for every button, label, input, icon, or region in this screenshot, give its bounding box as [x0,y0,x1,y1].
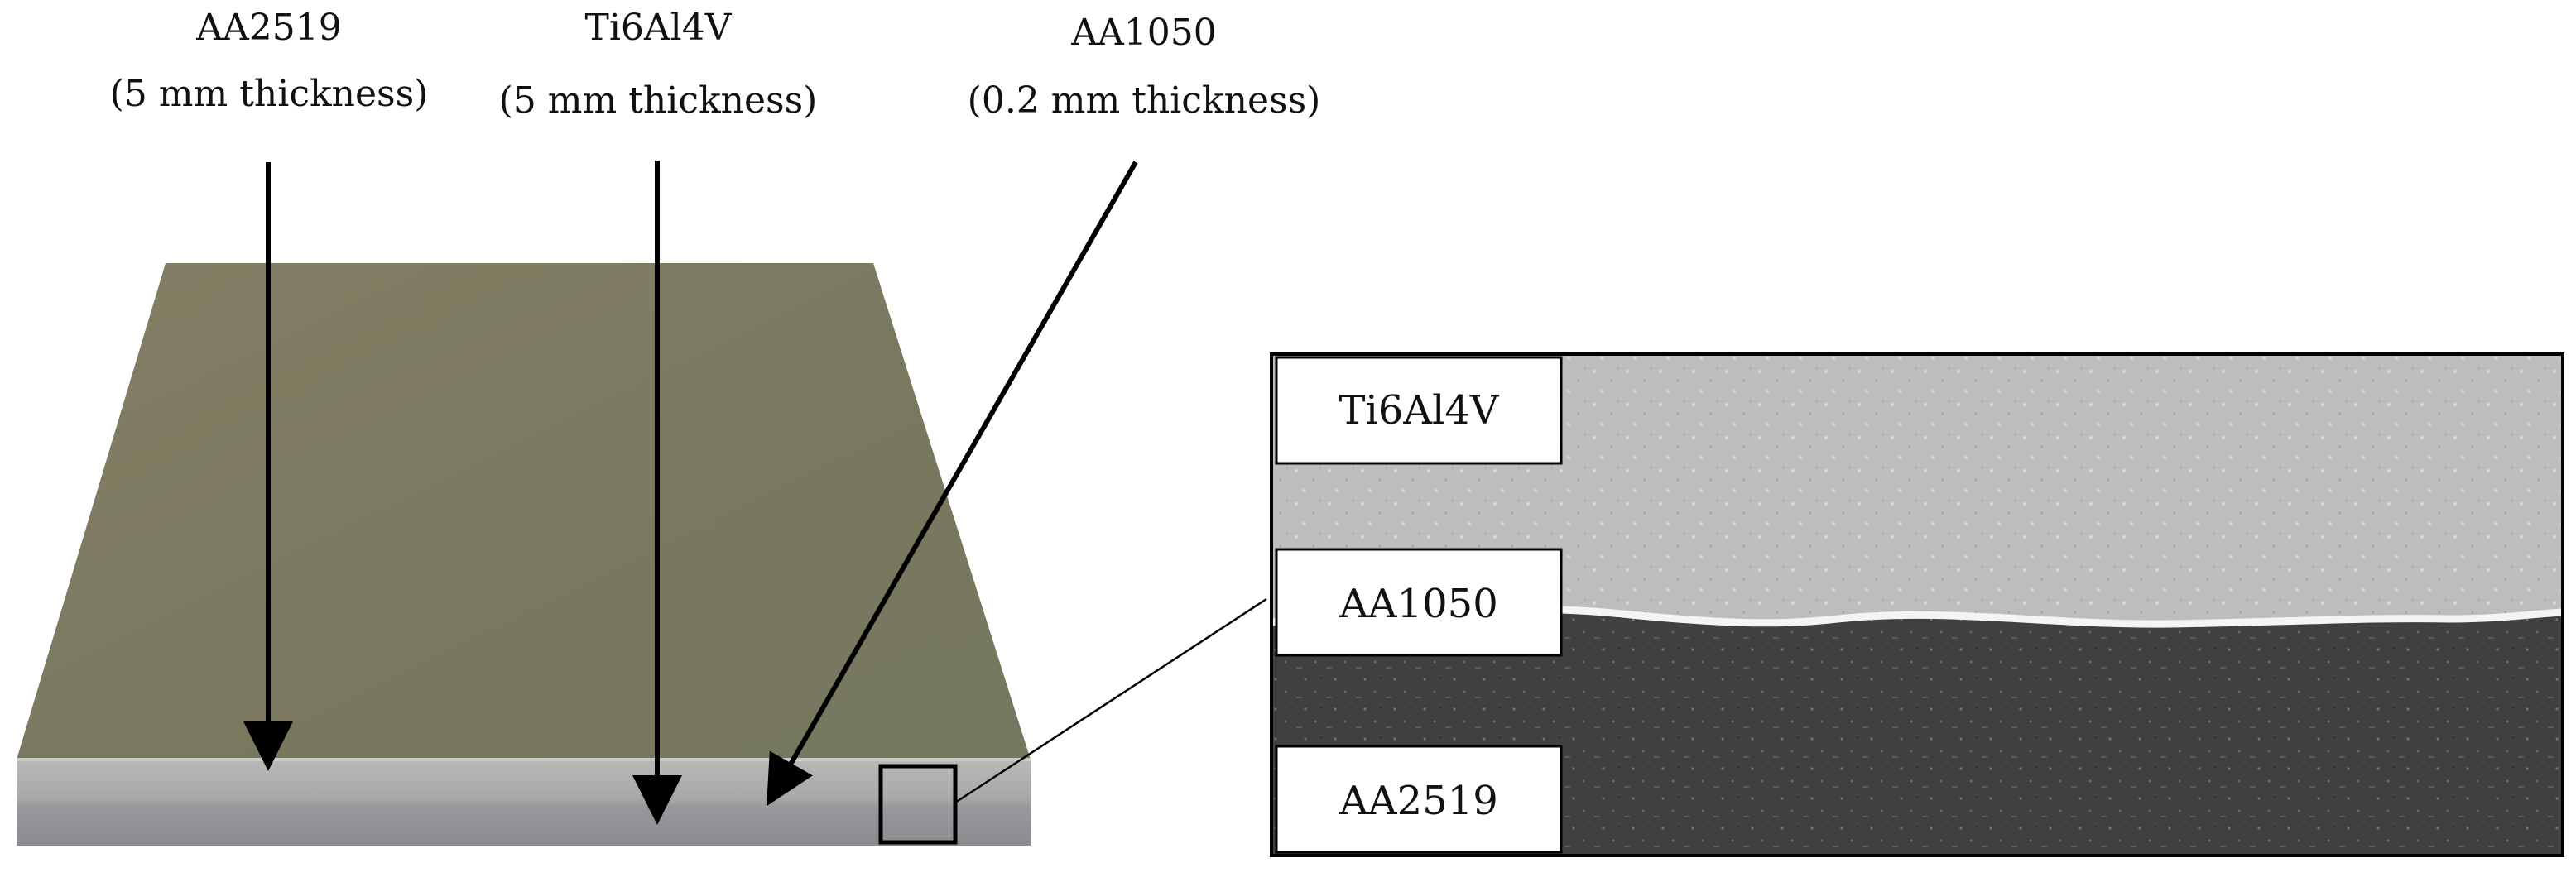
sem-label-bottom: AA2519 [1275,745,1563,854]
arrow-diagonal-icon [767,161,1138,807]
sem-label-text: AA2519 [1338,778,1497,824]
sem-frame [1270,352,2564,857]
sem-label-text: AA1050 [1338,581,1497,627]
callout-thickness: (5 mm thickness) [110,73,429,115]
callout-material: Ti6Al4V [584,7,732,49]
plate-top-surface [17,263,1031,760]
callout-material: AA2519 [195,7,342,49]
callout-aa1050: AA1050 (0.2 mm thickness) [968,12,1321,122]
sem-label-top: Ti6Al4V [1275,356,1563,465]
zoom-leader-line [954,597,1267,804]
callout-thickness: (0.2 mm thickness) [968,79,1321,122]
zoom-region-box [878,764,958,845]
sem-label-text: Ti6Al4V [1338,387,1499,434]
sem-lower-region [1271,609,2563,856]
callout-thickness: (5 mm thickness) [499,79,818,122]
plate-photo [17,263,1031,846]
callout-aa2519: AA2519 (5 mm thickness) [110,7,429,115]
sem-label-middle: AA1050 [1275,548,1563,657]
callout-material: AA1050 [1070,12,1217,54]
sem-micrograph: Ti6Al4V AA1050 AA2519 [1270,352,2564,857]
callout-ti6al4v: Ti6Al4V (5 mm thickness) [499,7,818,122]
plate-edge [17,760,1031,846]
